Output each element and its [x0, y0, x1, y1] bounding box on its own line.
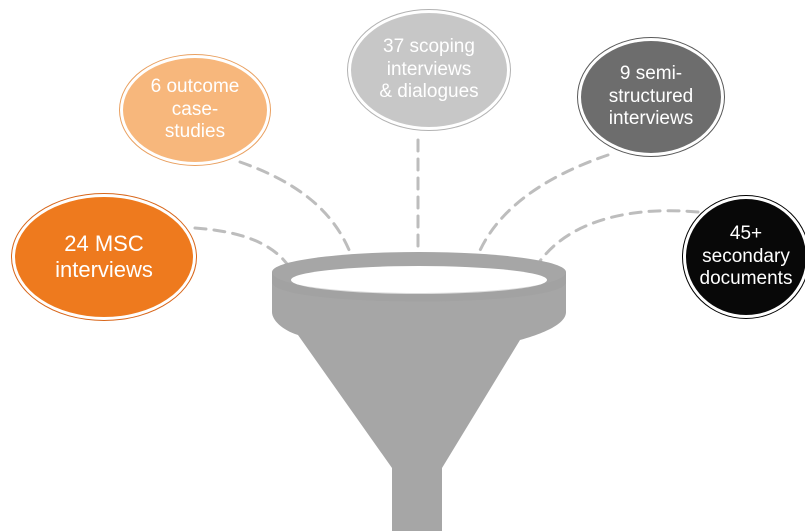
- funnel-opening: [291, 266, 547, 294]
- source-label-outcome-case-studies: 6 outcome case- studies: [150, 76, 240, 143]
- source-bubble-secondary-documents: 45+ secondary documents: [683, 196, 805, 318]
- source-label-secondary-documents: 45+ secondary documents: [699, 223, 793, 290]
- source-bubble-outcome-case-studies: 6 outcome case- studies: [120, 55, 270, 165]
- source-bubble-msc-interviews: 24 MSC interviews: [12, 194, 196, 320]
- source-label-semi-structured-interviews: 9 semi- structured interviews: [608, 63, 694, 130]
- funnel-body: [272, 272, 566, 531]
- connector-secondary: [520, 209, 700, 302]
- source-label-scoping-interviews: 37 scoping interviews & dialogues: [379, 36, 479, 103]
- funnel-rim-shadow: [272, 272, 566, 302]
- source-bubble-scoping-interviews: 37 scoping interviews & dialogues: [348, 10, 510, 130]
- funnel: [272, 252, 566, 531]
- source-bubble-semi-structured-interviews: 9 semi- structured interviews: [578, 38, 724, 156]
- source-label-msc-interviews: 24 MSC interviews: [55, 231, 153, 282]
